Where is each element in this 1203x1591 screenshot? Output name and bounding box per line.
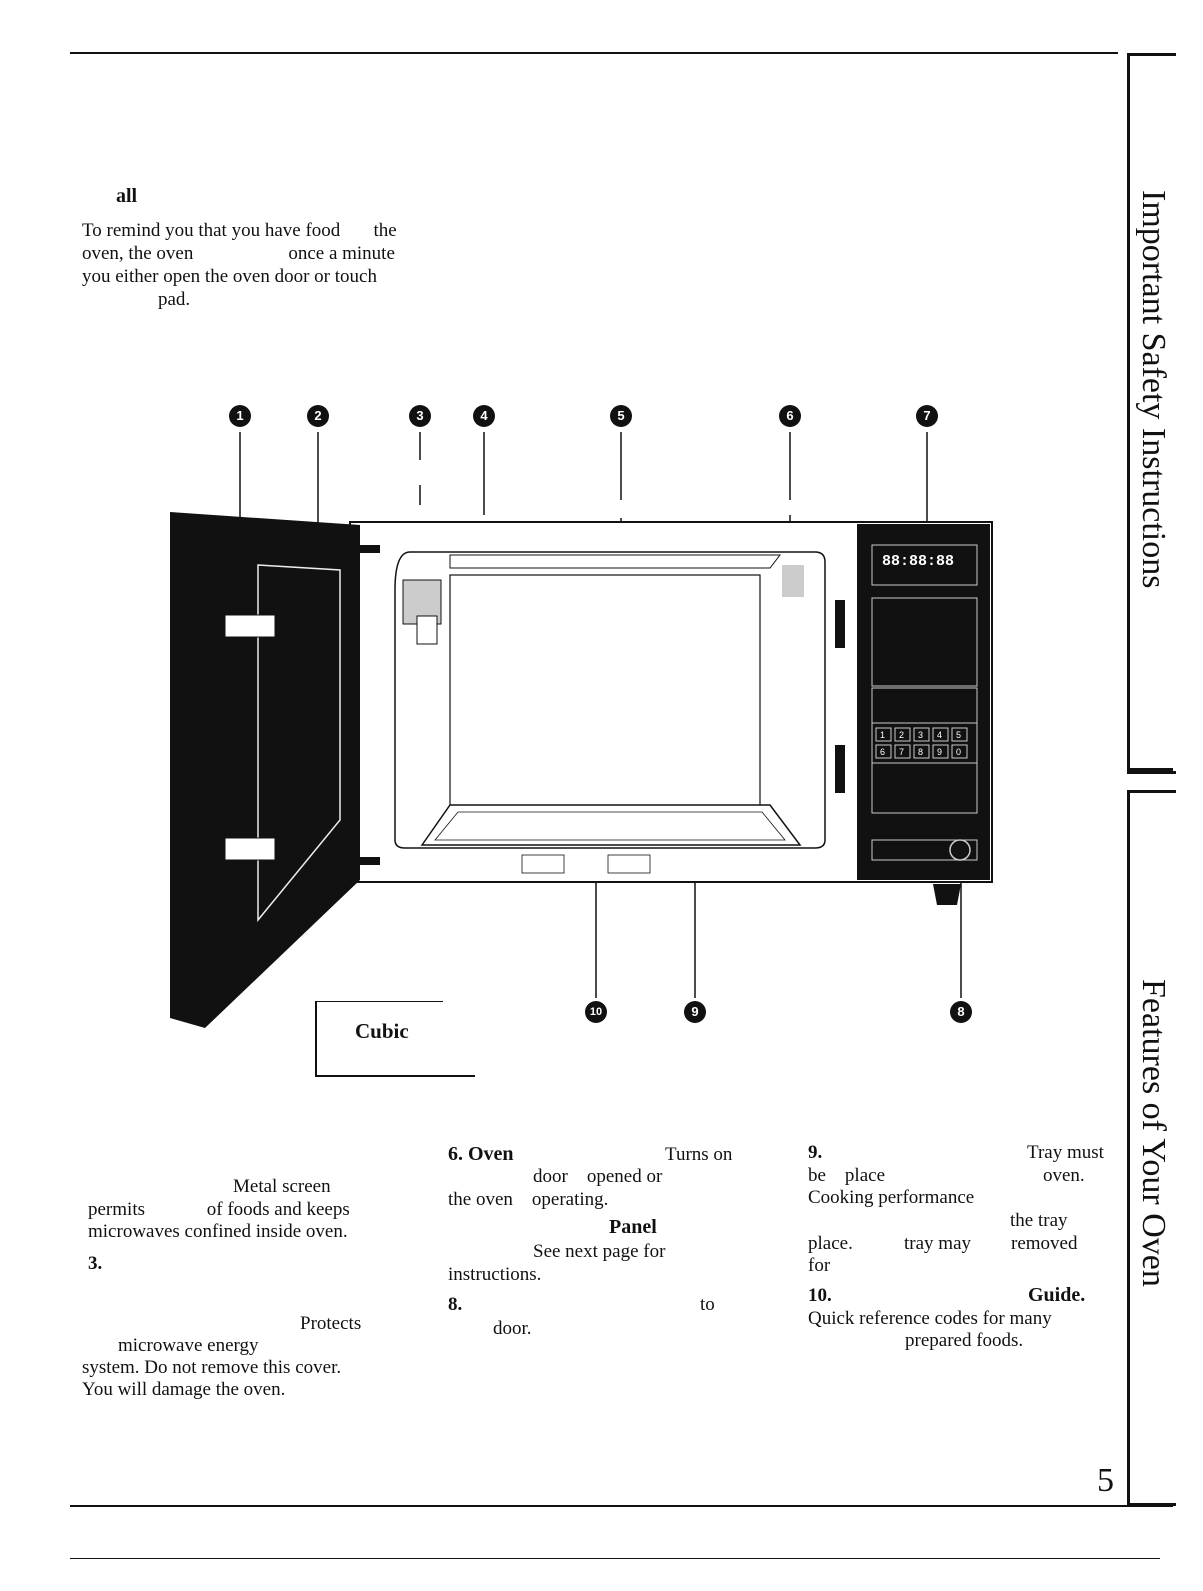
col3-item-9-tail: Tray must bbox=[1027, 1142, 1104, 1163]
col3-line: for bbox=[808, 1255, 831, 1276]
callout-9: 9 bbox=[684, 1001, 706, 1023]
callout-4: 4 bbox=[473, 405, 495, 427]
col1-line: microwaves confined inside oven. bbox=[88, 1221, 348, 1242]
top-rule bbox=[70, 52, 1118, 54]
keypad-key-3 bbox=[913, 727, 930, 742]
col1-line: You will damage the oven. bbox=[82, 1379, 286, 1400]
keypad-key-4 bbox=[932, 727, 949, 742]
reminder-line: oven, the oven once a minute bbox=[82, 243, 395, 264]
col3-line: prepared foods. bbox=[905, 1330, 1024, 1351]
reminder-heading: all bbox=[116, 185, 138, 207]
reminder-line: To remind you that you have food the bbox=[82, 220, 397, 241]
tab-safety[interactable]: Important Safety Instructions bbox=[1127, 53, 1176, 774]
tab-divider bbox=[1127, 768, 1173, 771]
keypad-key-label: 7 bbox=[899, 747, 904, 757]
col2-line: door opened or bbox=[533, 1166, 663, 1187]
col3-line: tray may bbox=[904, 1233, 972, 1254]
col1-line: microwave energy bbox=[118, 1335, 259, 1356]
keypad-key-label: 5 bbox=[956, 730, 961, 740]
col1-line: Metal screen bbox=[233, 1176, 331, 1197]
col1-line: system. Do not remove this cover. bbox=[82, 1357, 342, 1378]
col2-line: See next page for bbox=[533, 1241, 666, 1262]
tab-features[interactable]: Features of Your Oven bbox=[1127, 790, 1176, 1506]
reminder-line: you either open the oven door or touch bbox=[82, 266, 377, 287]
keypad-key-7 bbox=[894, 744, 911, 759]
col3-line: removed bbox=[1011, 1233, 1078, 1254]
keypad-key-8 bbox=[913, 744, 930, 759]
keypad-key-label: 1 bbox=[880, 730, 885, 740]
col2-item-6: 6. Oven bbox=[448, 1143, 514, 1165]
callout-6: 6 bbox=[779, 405, 801, 427]
keypad-key-0 bbox=[951, 744, 968, 759]
keypad-key-5 bbox=[951, 727, 968, 742]
keypad-key-label: 6 bbox=[880, 747, 885, 757]
col3-item-10-tail: Guide. bbox=[1028, 1284, 1086, 1306]
col3-line: place. bbox=[808, 1233, 853, 1254]
panel-display: 88:88:88 bbox=[882, 553, 954, 570]
col1-line: Protects bbox=[300, 1313, 362, 1334]
microwave-illustration: 88:88:88 1 2 3 4 5 6 7 8 9 0 bbox=[170, 432, 993, 1028]
col2-line: door. bbox=[493, 1318, 532, 1339]
bottom-thin-rule bbox=[70, 1558, 1160, 1559]
callout-10: 10 bbox=[585, 1001, 607, 1023]
col3-line: Quick reference codes for many bbox=[808, 1308, 1052, 1329]
col2-item-8: 8. bbox=[448, 1294, 463, 1315]
callout-8: 8 bbox=[950, 1001, 972, 1023]
col1-item-3: 3. bbox=[88, 1253, 103, 1274]
col3-item-9: 9. bbox=[808, 1142, 823, 1163]
col2-panel: Panel bbox=[609, 1216, 657, 1238]
col3-line: oven. bbox=[1043, 1165, 1085, 1186]
keypad-key-9 bbox=[932, 744, 949, 759]
col3-line: the tray bbox=[1010, 1210, 1068, 1231]
bottom-rule bbox=[70, 1505, 1173, 1507]
col3-item-10: 10. bbox=[808, 1285, 832, 1306]
tab-safety-label: Important Safety Instructions bbox=[1135, 190, 1172, 589]
callout-2: 2 bbox=[307, 405, 329, 427]
page-number: 5 bbox=[1097, 1462, 1114, 1499]
keypad-key-label: 2 bbox=[899, 730, 904, 740]
reminder-line: pad. bbox=[82, 289, 191, 310]
tab-features-label: Features of Your Oven bbox=[1135, 979, 1172, 1287]
keypad-key-1 bbox=[875, 727, 892, 742]
col3-line: be place bbox=[808, 1165, 886, 1186]
capacity-box: Cubic bbox=[315, 1001, 475, 1077]
col2-line: the oven operating. bbox=[448, 1189, 609, 1210]
callout-7: 7 bbox=[916, 405, 938, 427]
keypad-key-label: 4 bbox=[937, 730, 942, 740]
callout-3: 3 bbox=[409, 405, 431, 427]
keypad-key-label: 0 bbox=[956, 747, 961, 757]
keypad-key-label: 3 bbox=[918, 730, 923, 740]
col3-line: Cooking performance bbox=[808, 1187, 975, 1208]
col2-item-6-tail: Turns on bbox=[665, 1144, 733, 1165]
keypad-key-label: 8 bbox=[918, 747, 923, 757]
callout-5: 5 bbox=[610, 405, 632, 427]
capacity-label: Cubic bbox=[355, 1019, 409, 1043]
keypad-key-2 bbox=[894, 727, 911, 742]
keypad-key-6 bbox=[875, 744, 892, 759]
callout-1: 1 bbox=[229, 405, 251, 427]
col2-item-8-tail: to bbox=[700, 1294, 715, 1315]
keypad-key-label: 9 bbox=[937, 747, 942, 757]
col2-line: instructions. bbox=[448, 1264, 542, 1285]
col1-line: permits of foods and keeps bbox=[88, 1199, 350, 1220]
